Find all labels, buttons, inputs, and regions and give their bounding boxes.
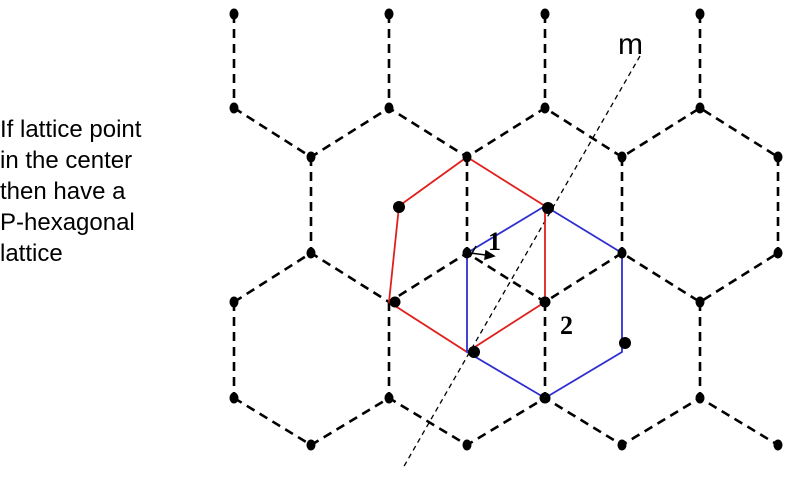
caption-line-4: P-hexagonal [0,209,135,236]
cell-label-1: 1 [488,227,501,256]
caption-line-1: If lattice point [0,116,142,143]
cell-1-arrows [469,245,496,261]
caption-line-3: then have a [0,178,126,205]
caption-line-5: lattice [0,240,63,267]
cell-label-2: 2 [560,311,573,340]
lattice-dashed-edges [232,14,780,447]
lattice-points [229,8,783,451]
mirror-label-m: m [618,28,643,61]
caption-text: If lattice point in the center then have… [0,114,141,269]
mirror-line-m [402,55,641,469]
caption-line-2: in the center [0,147,133,174]
